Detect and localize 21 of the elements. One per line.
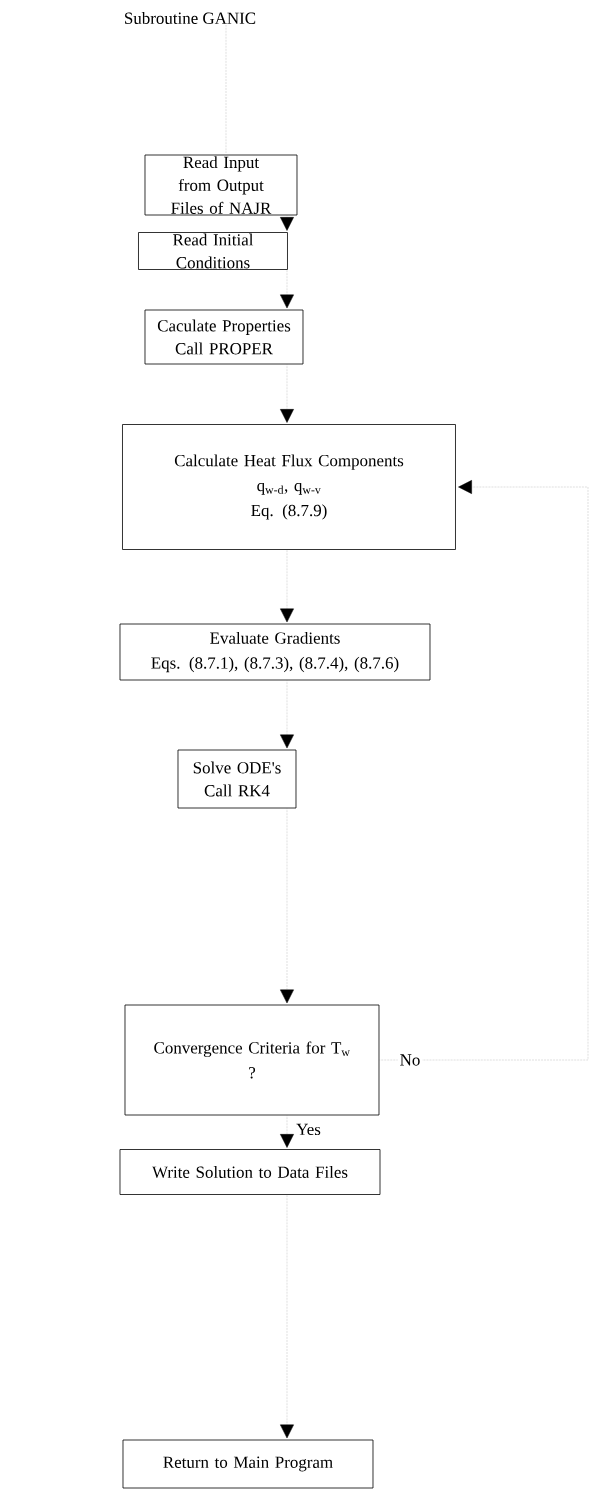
process-box: Return to Main Program xyxy=(122,1439,374,1489)
process-box: Write Solution to Data Files xyxy=(119,1149,381,1195)
edge-label: Yes xyxy=(295,1122,322,1137)
arrow xyxy=(280,808,294,1004)
process-box: Convergence Criteria for T$_{w}$ ? xyxy=(124,1004,380,1116)
edge-label: No xyxy=(397,1052,423,1068)
arrow xyxy=(280,1194,294,1439)
process-box: Read Input from Output Files of NAJR xyxy=(144,154,298,216)
process-box: Calculate Heat Flux Components q$_{w-d}$, q$_{w-v}$ Eq. (8.7.9) xyxy=(122,424,456,550)
process-box: Read Initial Conditions xyxy=(138,232,288,270)
arrow xyxy=(280,269,294,309)
arrow xyxy=(280,215,294,231)
loop-arrow xyxy=(379,480,589,1061)
process-box: Solve ODE's Call RK4 xyxy=(177,749,297,809)
start-label: Subroutine GANIC xyxy=(125,12,256,24)
arrow xyxy=(280,680,294,749)
process-box: Evaluate Gradients Eqs. (8.7.1), (8.7.3), (8.7.4), (8.7.6) xyxy=(119,623,431,681)
process-box: Caculate Properties Call PROPER xyxy=(144,309,304,365)
arrow xyxy=(280,1115,294,1148)
arrow xyxy=(280,549,294,623)
arrow xyxy=(280,364,294,423)
